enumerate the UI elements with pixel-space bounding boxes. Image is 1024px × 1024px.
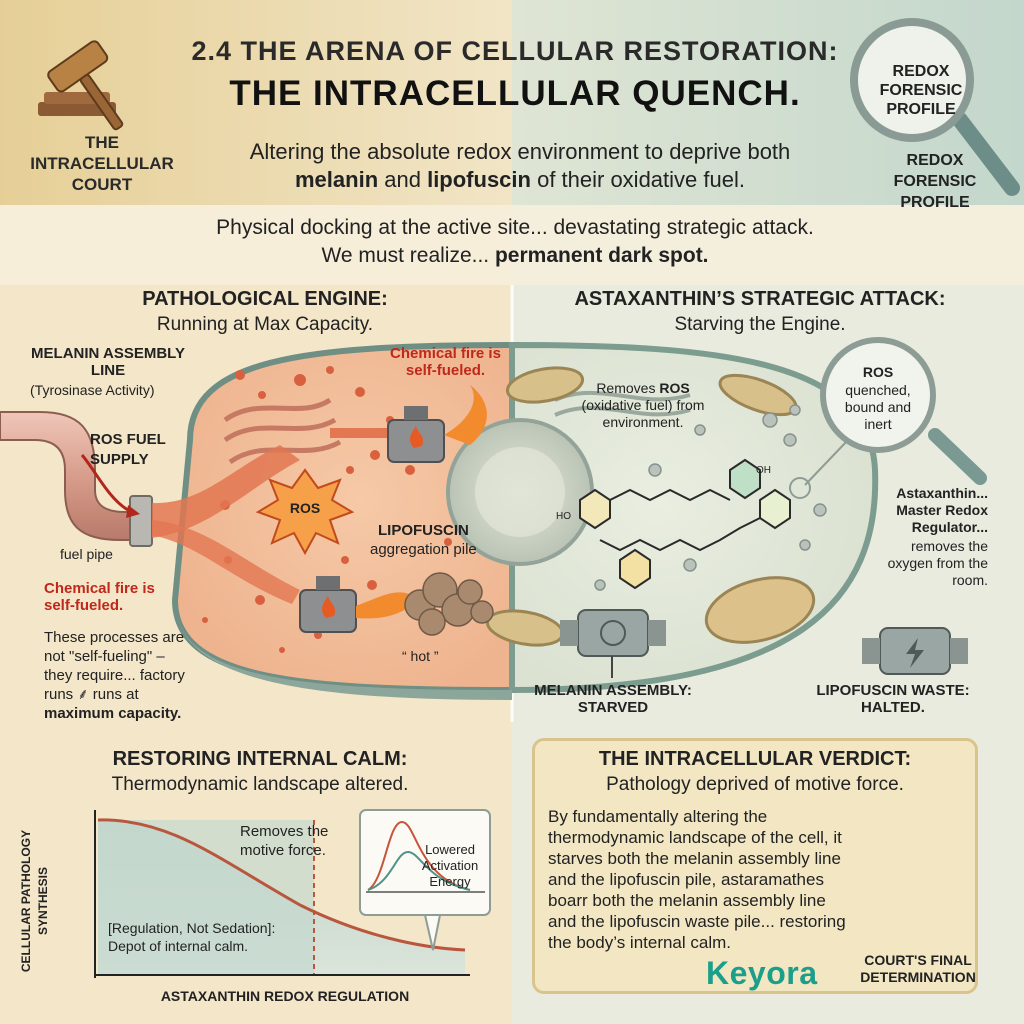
melanin-line-label: MELANIN ASSEMBLY LINE [31,345,185,379]
magnifier-icon [850,18,1020,196]
astaxanthin-molecule [579,458,791,590]
subtitle-and: and [378,167,428,192]
astaxanthin-regulator: Astaxanthin... Master Redox Regulator... [896,485,988,535]
verdict-box [532,738,978,994]
ros-burst-icon [255,468,355,556]
regulation-note: [Regulation, Not Sedation]: [108,920,276,936]
subtitle-end: of their oxidative fuel. [530,167,745,192]
ros-burst-label: ROS [289,500,321,516]
aggregation-label: aggregation pile [370,541,477,558]
melanin-engine-starved-icon [560,609,666,678]
lipofuscin-halted-label: LIPOFUSCIN WASTE: HALTED. [816,682,970,716]
left-panel-subtitle: Running at Max Capacity. [156,314,374,335]
calm-title: RESTORING INTERNAL CALM: [112,748,408,770]
subtitle-plain: Altering the absolute redox environment … [249,139,791,164]
gavel-icon [38,40,124,131]
hot-label: “ hot ” [402,648,439,664]
ros-fuel-label: ROS FUEL SUPPLY [90,431,166,468]
y-axis-label: CELLULAR PATHOLOGY SYNTHESIS [19,829,50,973]
verdict-subtitle: Pathology deprived of motive force. [606,774,904,795]
subtitle-lipofuscin: lipofuscin [427,167,531,192]
quote-line2-bold: permanent dark spot. [494,244,709,267]
valve-icon-top [330,385,487,463]
processes-plain: These processes are not "self-fueling" –… [44,629,185,703]
quote-line1: Physical docking at the active site... d… [216,216,814,239]
fuel-pipe-label: fuel pipe [60,546,113,562]
removes-ros-bold: ROS [659,380,690,396]
thermodynamic-graph [94,809,491,978]
quote-line2: We must realize... [321,244,495,267]
right-panel-title: ASTAXANTHIN’S STRATEGIC ATTACK: [574,288,946,310]
lipofuscin-pile [404,572,494,636]
verdict-body: By fundamentally altering the thermodyna… [548,807,846,952]
right-panel-subtitle: Starving the Engine. [674,314,846,335]
left-panel-title: PATHOLOGICAL ENGINE: [142,288,388,310]
fuel-pipe [0,411,300,604]
lens-ros-label: ROS [862,364,894,380]
depot-note: Depot of internal calm. [108,938,249,954]
lens-quenched-label: quenched, bound and inert [844,382,912,432]
court-final-label: COURT'S FINAL DETERMINATION [860,952,976,985]
title-line1: 2.4 THE ARENA OF CELLULAR RESTORATION: [191,36,839,66]
lipofuscin-engine-halted-icon [862,627,968,675]
subtitle: Altering the absolute redox environment … [190,138,850,194]
removes-ros-detail: (oxidative fuel) from environment. [581,397,705,430]
removes-ros-text: Removes ROS (oxidative fuel) from enviro… [568,380,718,431]
ho-label: HO [556,511,571,522]
chem-fire-left: Chemical fire is self-fueled. [44,580,155,614]
ros-magnifier-icon [789,337,987,499]
quenched-ros-bubbles [594,404,827,591]
lipofuscin-label: LIPOFUSCIN [378,522,469,539]
lowered-energy-label: Lowered Activation Energy [421,842,479,889]
processes-text: These processes are not "self-fueling" –… [44,628,194,723]
tyrosinase-label: (Tyrosinase Activity) [30,382,155,398]
removes-motive-label: Removes the motive force. [240,823,329,859]
chem-fire-top: Chemical fire is self-fueled. [390,345,501,379]
profile-label: REDOX FORENSIC PROFILE [893,152,977,211]
oh-label: OH [756,465,771,476]
processes-bold: maximum capacity. [44,705,182,722]
verdict-title: THE INTRACELLULAR VERDICT: [598,748,912,770]
calm-subtitle: Thermodynamic landscape altered. [111,774,409,795]
valve-icon-bottom [299,576,420,633]
quote: Physical docking at the active site... d… [120,214,910,270]
melanin-starved-label: MELANIN ASSEMBLY: STARVED [534,682,692,716]
court-label: THE INTRACELLULAR COURT [30,133,174,194]
astaxanthin-removes-oxygen: removes the oxygen from the room. [887,538,988,588]
brand-logo: Keyora [706,955,818,991]
removes-ros-plain: Removes [596,380,660,396]
lens-text: REDOX FORENSIC PROFILE [879,63,963,118]
subtitle-melanin: melanin [295,167,379,192]
x-axis-label: ASTAXANTHIN REDOX REGULATION [160,988,410,1004]
title-line2: THE INTRACELLULAR QUENCH. [229,74,801,113]
